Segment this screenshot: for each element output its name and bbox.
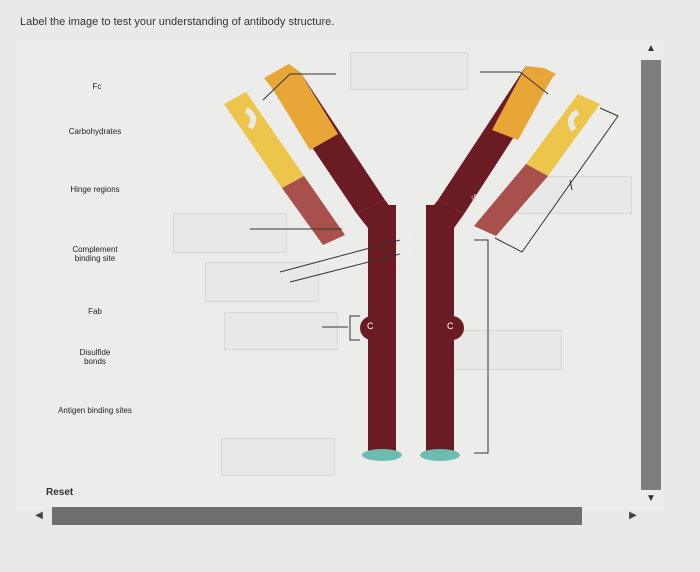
scroll-up-icon[interactable]: ▲ (646, 43, 656, 54)
scroll-right-icon[interactable]: ▶ (629, 510, 637, 521)
drop-target-4[interactable] (205, 262, 319, 302)
scroll-left-icon[interactable]: ◀ (35, 510, 43, 521)
vertical-scroll-thumb[interactable] (641, 60, 661, 490)
heavy-chain-left-variable (272, 72, 338, 150)
label-antigen-binding-sites[interactable]: Antigen binding sites (58, 406, 132, 415)
disulfide-label-hinge-2: S-S (398, 248, 414, 258)
carbohydrate-marker-right: C (447, 321, 454, 331)
label-hinge-regions[interactable]: Hinge regions (70, 185, 120, 194)
reset-button[interactable]: Reset (46, 487, 74, 498)
horizontal-scrollbar[interactable]: ◀ ▶ (30, 505, 642, 527)
carbohydrate-left (362, 449, 402, 461)
label-disulfide-bonds[interactable]: Disulfide bonds (79, 348, 111, 366)
scroll-down-icon[interactable]: ▼ (646, 493, 656, 504)
heavy-chain-left-tip (264, 64, 300, 88)
heavy-chain-right-variable (492, 66, 552, 140)
light-chain-left-variable (224, 92, 304, 188)
label-complement-binding-site[interactable]: Complement binding site (72, 245, 118, 263)
carbohydrate-marker-left: C (367, 321, 374, 331)
drop-target-3[interactable] (173, 213, 287, 253)
light-chain-right-notch (567, 109, 580, 132)
light-chain-right-variable (526, 94, 600, 176)
question-text: Label the image to test your understandi… (20, 16, 335, 28)
vertical-scrollbar[interactable]: ▲ ▼ (641, 40, 661, 510)
drop-target-5[interactable] (224, 312, 338, 350)
drop-target-7[interactable] (221, 438, 335, 476)
heavy-chain-right-hinge (426, 200, 464, 228)
horizontal-scroll-thumb[interactable] (52, 507, 582, 525)
light-chain-left-constant (282, 176, 345, 245)
label-carbohydrates[interactable]: Carbohydrates (68, 127, 122, 136)
heavy-chain-right-tip (526, 66, 556, 78)
label-fab[interactable]: Fab (88, 307, 102, 316)
label-fc[interactable]: Fc (92, 82, 102, 91)
carbohydrate-right (420, 449, 460, 461)
light-chain-right-constant (474, 164, 548, 236)
complement-site-right (440, 316, 464, 340)
complement-site-left (360, 316, 384, 340)
exercise-panel (16, 40, 664, 510)
light-chain-left-notch (244, 107, 257, 130)
disulfide-label-hinge-1: S-S (398, 232, 414, 242)
leader-lines (250, 71, 619, 454)
drop-target-6[interactable] (446, 330, 562, 370)
heavy-chain-left-hinge (357, 200, 396, 228)
drop-target-1[interactable] (350, 52, 468, 90)
